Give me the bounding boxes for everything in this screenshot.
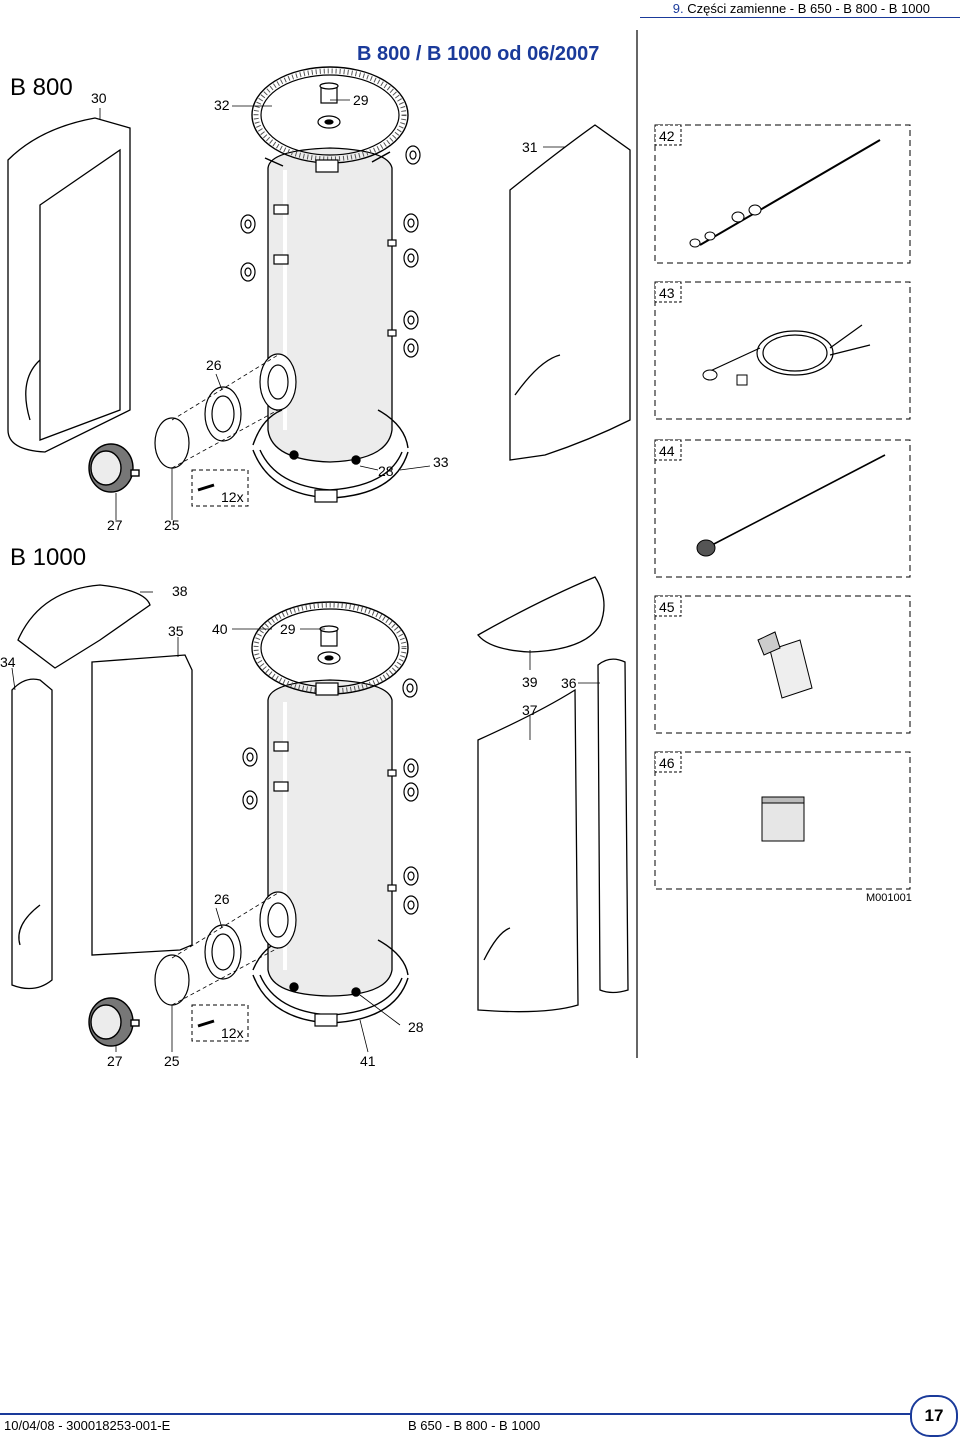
nozzles-b800: [240, 145, 421, 358]
callout-29-bottom: 29: [280, 621, 296, 637]
kit-box-42: [654, 124, 911, 264]
inspection-cover-b1000: [88, 997, 140, 1047]
callout-35: 35: [168, 623, 184, 639]
kit-box-46: [654, 751, 911, 890]
callout-31: 31: [522, 139, 538, 155]
bolt-box-b800: [191, 469, 249, 507]
kit-label-43: 43: [659, 285, 675, 301]
manhole-flange-b800: [154, 353, 297, 469]
callout-36: 36: [561, 675, 577, 691]
footer-model-range: B 650 - B 800 - B 1000: [408, 1418, 541, 1433]
insulation-b1000-lid-38: [17, 584, 151, 669]
bottom-ring-b1000: [252, 939, 409, 1027]
tank-b1000: [267, 679, 393, 997]
callout-38: 38: [172, 583, 188, 599]
insulation-b800-left: [7, 117, 131, 453]
callout-34: 34: [0, 654, 16, 670]
nozzles-b1000: [242, 678, 419, 915]
bolt-qty-bottom: 12x: [221, 1025, 244, 1041]
callout-27-top: 27: [107, 517, 123, 533]
drawing-code: M001001: [866, 892, 912, 904]
flange-guides-b1000: [171, 892, 279, 1006]
top-ring-b800: [251, 66, 409, 173]
diagram-title: B 800 / B 1000 od 06/2007: [357, 43, 599, 65]
footer-rule: [0, 1413, 920, 1415]
top-ring-b1000: [251, 601, 409, 696]
callout-30: 30: [91, 90, 107, 106]
flange-guides-b800: [171, 354, 279, 469]
tank-b800: [267, 147, 393, 463]
callout-39: 39: [522, 674, 538, 690]
page-number: 17: [910, 1395, 958, 1437]
insulation-b1000-lid-39: [477, 576, 605, 653]
insulation-b1000-right: [477, 658, 629, 1013]
kit-label-44: 44: [659, 443, 675, 459]
kit-label-42: 42: [659, 128, 675, 144]
fitting-b800-29: [317, 82, 341, 129]
bolt-box-b1000: [191, 1004, 249, 1042]
insulation-b800-right: [509, 124, 631, 461]
callout-27-bottom: 27: [107, 1053, 123, 1069]
inspection-cover-b800: [88, 443, 140, 493]
kit-label-45: 45: [659, 599, 675, 615]
kit-label-46: 46: [659, 755, 675, 771]
callout-25-bottom: 25: [164, 1053, 180, 1069]
insulation-b1000-left-outer: [11, 678, 53, 990]
callout-33: 33: [433, 454, 449, 470]
callout-32: 32: [214, 97, 230, 113]
callout-37: 37: [522, 702, 538, 718]
callout-28-top: 28: [378, 463, 394, 479]
callout-28-bottom: 28: [408, 1019, 424, 1035]
insulation-b1000-left-inner: [91, 654, 193, 956]
section-number: 9.: [672, 1, 684, 16]
leader-lines: [11, 99, 600, 1053]
callout-40: 40: [212, 621, 228, 637]
kit-box-43: [654, 281, 911, 420]
section-header: 9. Części zamienne - B 650 - B 800 - B 1…: [0, 0, 960, 22]
kit-box-44: [654, 439, 911, 578]
header-rule: [640, 17, 960, 18]
footer-doc-ref: 10/04/08 - 300018253-001-E: [4, 1418, 171, 1433]
fitting-b1000-29: [317, 625, 341, 665]
callout-25-top: 25: [164, 517, 180, 533]
model-label-b1000: B 1000: [10, 544, 86, 571]
model-label-b800: B 800: [10, 74, 73, 101]
section-heading: 9. Części zamienne - B 650 - B 800 - B 1…: [673, 1, 930, 16]
section-title: Części zamienne - B 650 - B 800 - B 1000: [687, 1, 930, 16]
callout-29-top: 29: [353, 92, 369, 108]
callout-41: 41: [360, 1053, 376, 1069]
bolt-qty-top: 12x: [221, 489, 244, 505]
kit-box-45: [654, 595, 911, 734]
callout-26-top: 26: [206, 357, 222, 373]
callout-26-bottom: 26: [214, 891, 230, 907]
callouts: 30 32 29 31 26 28 33 27 25 38 35 40 29 3…: [0, 90, 912, 1069]
manhole-flange-b1000: [154, 891, 297, 1006]
bottom-ring-b800: [252, 409, 409, 503]
